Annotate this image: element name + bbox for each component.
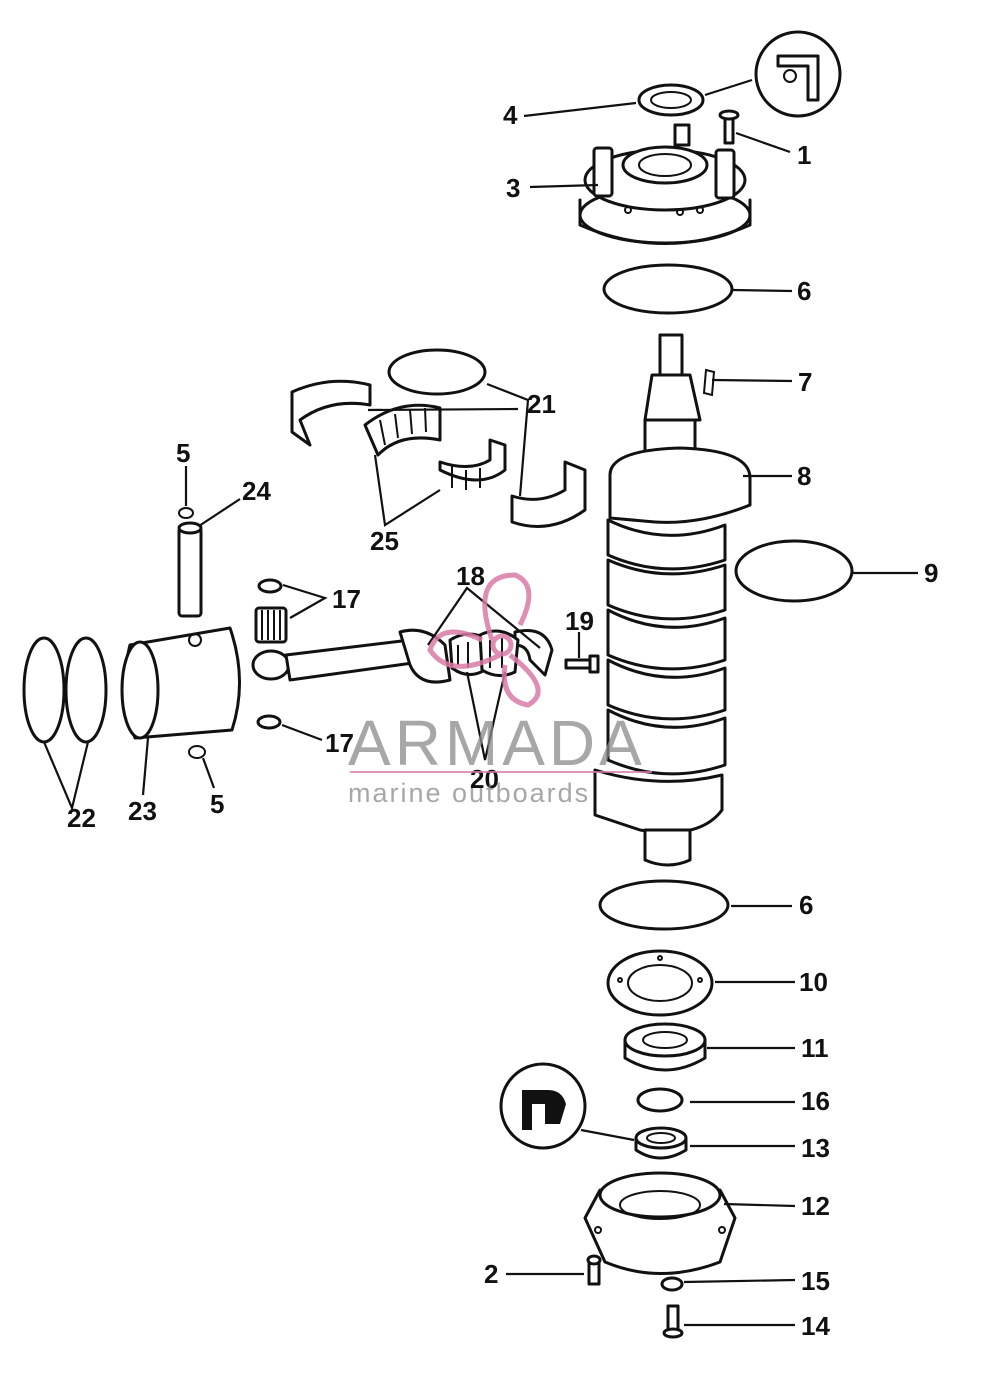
lower-seal	[634, 1126, 688, 1160]
callout-13: 13	[801, 1133, 830, 1163]
callout-19: 19	[565, 606, 594, 636]
callout-5-upper: 5	[176, 438, 190, 468]
crank-ring	[734, 539, 854, 603]
callout-17-upper: 17	[332, 584, 361, 614]
screw-14	[662, 1304, 684, 1339]
retaining-ring-16	[636, 1087, 684, 1113]
propeller-logo-icon	[427, 572, 541, 708]
o-ring-lower	[598, 879, 730, 931]
lock-ring-upper	[178, 507, 194, 519]
nut-15	[660, 1276, 684, 1292]
thrust-washer-upper	[257, 578, 283, 594]
watermark-brand: ARMADA	[348, 707, 646, 779]
callout-18: 18	[456, 561, 485, 591]
callout-3: 3	[506, 173, 520, 203]
callout-22: 22	[67, 803, 96, 833]
leader-lines	[42, 78, 918, 1327]
callout-labels: 1 2 3 4 5 5 6 6 7 8 9 10 11 12 13 14 15 …	[67, 100, 938, 1341]
thrust-washer-lower	[256, 714, 282, 730]
callout-7: 7	[798, 367, 812, 397]
needle-bearing-cage-lower	[438, 438, 507, 490]
lock-ring-lower	[188, 745, 206, 759]
piston-ring-inner	[64, 636, 108, 744]
watermark-tagline: marine outboards	[348, 778, 590, 808]
connecting-rod	[251, 628, 554, 684]
screw-1	[718, 109, 740, 145]
rod-screw-19	[564, 654, 600, 674]
seal-detail-callout-top	[754, 30, 842, 118]
callout-11: 11	[801, 1033, 829, 1063]
bearing-shell-right	[510, 460, 587, 528]
o-ring-upper	[602, 263, 734, 315]
piston-ring-outer	[22, 636, 66, 744]
callout-10: 10	[799, 967, 828, 997]
callout-14: 14	[801, 1311, 830, 1341]
callout-2: 2	[484, 1259, 498, 1289]
bearing-shell-left	[290, 379, 372, 447]
wrist-pin	[177, 521, 203, 618]
needle-bearing-17	[254, 606, 288, 644]
callout-5-lower: 5	[210, 789, 224, 819]
crankshaft	[593, 333, 752, 867]
callout-24: 24	[242, 476, 271, 506]
lower-ball-bearing	[623, 1022, 707, 1072]
callout-20: 20	[470, 764, 499, 794]
lower-plate	[606, 949, 714, 1017]
callout-8: 8	[797, 461, 811, 491]
callout-17-lower: 17	[325, 728, 354, 758]
screw-2	[586, 1254, 602, 1286]
callout-12: 12	[801, 1191, 830, 1221]
upper-seal	[637, 83, 705, 117]
callout-25: 25	[370, 526, 399, 556]
callout-21: 21	[527, 389, 556, 419]
watermark: ARMADA marine outboards	[348, 572, 652, 808]
seal-detail-callout-bottom	[499, 1062, 587, 1150]
needle-bearing-cage-upper	[363, 403, 442, 457]
callout-6-upper: 6	[797, 276, 811, 306]
bearing-ring-21	[387, 348, 487, 396]
callout-4: 4	[503, 100, 518, 130]
callout-6-lower: 6	[799, 890, 813, 920]
upper-bearing-housing	[578, 123, 752, 245]
callout-15: 15	[801, 1266, 830, 1296]
callout-23: 23	[128, 796, 157, 826]
callout-9: 9	[924, 558, 938, 588]
callout-1: 1	[797, 140, 811, 170]
lower-bearing-housing	[583, 1171, 737, 1275]
piston	[120, 626, 242, 740]
callout-16: 16	[801, 1086, 830, 1116]
